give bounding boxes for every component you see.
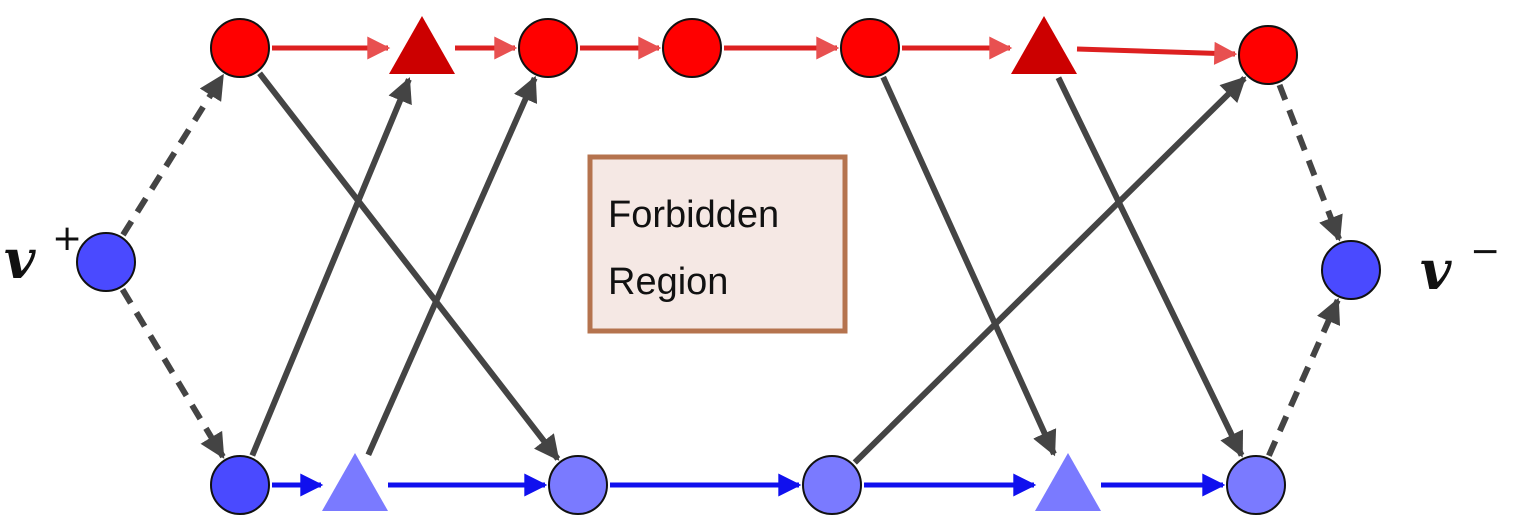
edge-r6-to-b6 xyxy=(1055,76,1245,458)
node-r4-circle xyxy=(662,18,722,78)
node-b3-circle xyxy=(548,455,608,515)
node-b5-triangle xyxy=(1035,453,1101,511)
edge-r5-to-b5 xyxy=(880,75,1057,457)
edge-b4-to-r7 xyxy=(852,76,1247,465)
node-b6-circle xyxy=(1226,455,1286,515)
node-r5-circle xyxy=(840,18,900,78)
sink-label: v xyxy=(1420,238,1452,302)
source-label: v xyxy=(4,227,36,291)
sink-label-superscript: − xyxy=(1470,231,1500,272)
node-b1-circle xyxy=(210,455,270,515)
forbidden-region-label-line2: Region xyxy=(608,261,728,303)
node-r6-triangle xyxy=(1011,16,1077,74)
forbidden-region-label-line1: Forbidden xyxy=(608,194,779,236)
edge-r1-to-b3 xyxy=(257,71,561,461)
node-b2-triangle xyxy=(322,453,388,511)
node-t-circle xyxy=(1321,240,1381,300)
edge-b2-to-r3 xyxy=(365,75,538,457)
source-label-superscript: + xyxy=(52,218,82,259)
node-r3-circle xyxy=(518,18,578,78)
node-b4-circle xyxy=(802,455,862,515)
nodes xyxy=(76,16,1381,515)
forbidden-region-box xyxy=(587,154,848,334)
edge-r7-to-t xyxy=(1276,83,1343,242)
edge-b6-to-t xyxy=(1266,297,1341,457)
edge-s-to-r1 xyxy=(120,73,226,237)
node-r2-triangle xyxy=(389,16,455,74)
node-r7-circle xyxy=(1238,25,1298,85)
node-s-circle xyxy=(76,232,136,292)
edge-r6-to-r7 xyxy=(1076,41,1238,65)
terminal-labels: v + v − xyxy=(4,218,1500,302)
edge-s-to-b1 xyxy=(119,287,226,459)
node-r1-circle xyxy=(210,18,270,78)
edges xyxy=(119,36,1343,497)
edge-b1-to-r2 xyxy=(249,77,412,457)
forbidden-region: Forbidden Region xyxy=(587,154,848,334)
